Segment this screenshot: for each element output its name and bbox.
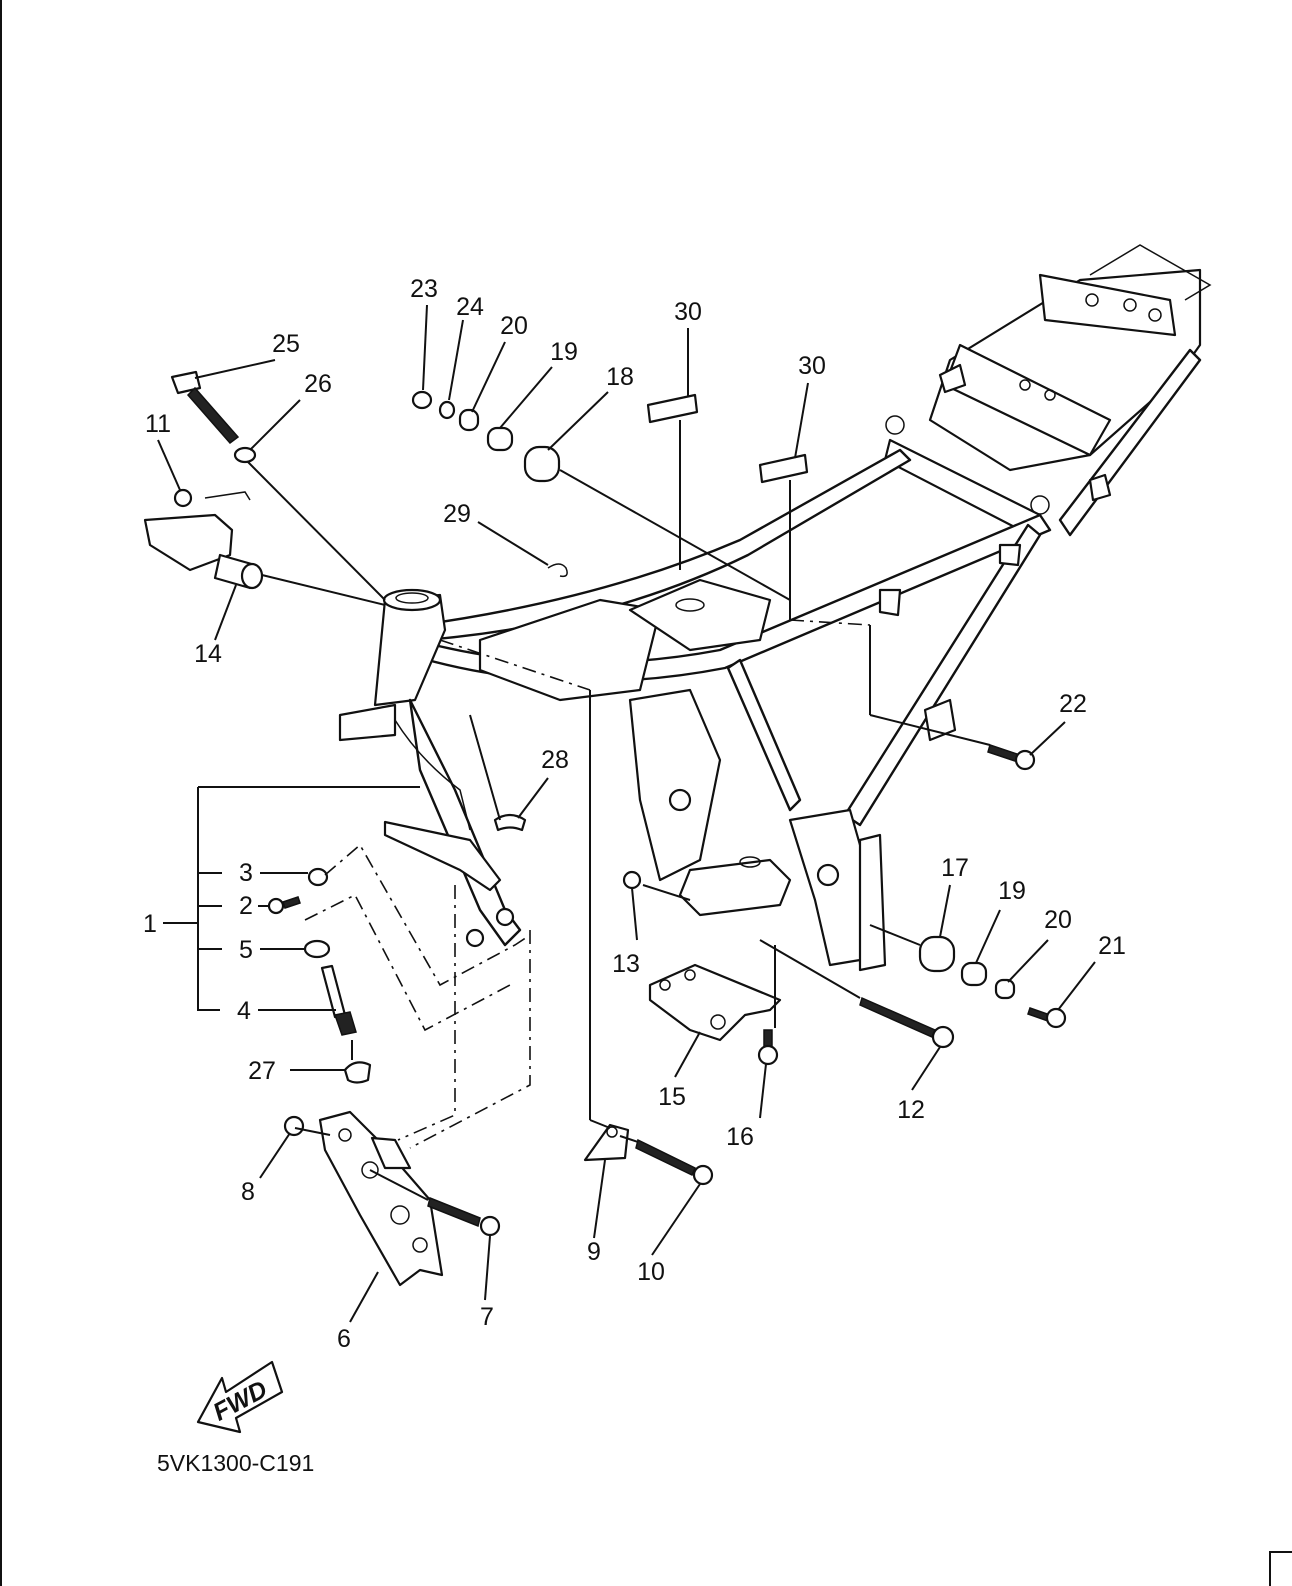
callout-30-right: 30 [798, 352, 826, 380]
part-20-collar-rear [994, 978, 1016, 1000]
part-22-bolt [987, 744, 1036, 771]
callout-2: 2 [239, 892, 253, 920]
part-27-clamp [343, 1061, 372, 1084]
part-stack-top [411, 390, 561, 483]
part-18-damper [523, 445, 561, 483]
diagram-code: 5VK1300-C191 [157, 1450, 314, 1476]
part-collar-small-b [495, 907, 515, 927]
callout-18: 18 [606, 363, 634, 391]
callout-4: 4 [237, 997, 251, 1025]
page-corner-mark [1269, 1551, 1292, 1586]
callout-9: 9 [587, 1238, 601, 1266]
callout-11: 11 [145, 410, 171, 438]
callout-26: 26 [304, 370, 332, 398]
callout-3: 3 [239, 859, 253, 887]
assembly-lines [247, 420, 991, 1201]
part-24-washer [438, 400, 456, 420]
callout-6: 6 [337, 1325, 351, 1353]
callout-27: 27 [248, 1057, 276, 1085]
callout-1: 1 [143, 910, 157, 938]
part-front-bracket [383, 820, 502, 892]
part-13-nut [622, 870, 642, 890]
part-4-stud [320, 964, 357, 1036]
part-23-nut [411, 390, 433, 410]
callout-25: 25 [272, 330, 300, 358]
part-25-lock-bolt [170, 370, 240, 445]
part-30-pad-b [758, 453, 809, 484]
part-9-plate [583, 1123, 630, 1162]
callout-22: 22 [1059, 690, 1087, 718]
main-frame [338, 244, 1212, 972]
callout-14: 14 [194, 640, 222, 668]
callout-28: 28 [541, 746, 569, 774]
part-collar-small [465, 928, 485, 948]
callout-7: 7 [480, 1303, 494, 1331]
callout-5: 5 [239, 936, 253, 964]
part-28-clamp [493, 813, 527, 832]
callout-19-rear: 19 [998, 877, 1026, 905]
callout-15: 15 [658, 1083, 686, 1111]
callout-21: 21 [1098, 932, 1126, 960]
part-19-bush [486, 426, 514, 452]
fwd-arrow: FWD [196, 1360, 284, 1434]
part-19-bush-rear [960, 961, 988, 987]
part-8-nut [283, 1115, 305, 1137]
part-16-bolt [757, 1029, 779, 1066]
callout-17: 17 [941, 854, 969, 882]
part-29-clip [547, 563, 568, 578]
part-12-bolt [859, 996, 955, 1049]
callout-20-rear: 20 [1044, 906, 1072, 934]
part-21-bolt [1027, 1007, 1067, 1029]
callout-30-left: 30 [674, 298, 702, 326]
part-20-collar [458, 408, 480, 432]
leader-lines [157, 304, 1096, 1323]
callout-29: 29 [443, 500, 471, 528]
part-10-bolt [635, 1138, 714, 1186]
part-2-bolt [267, 896, 301, 915]
part-6-skid-plate [318, 1110, 444, 1287]
callout-8: 8 [241, 1178, 255, 1206]
callout-12: 12 [897, 1096, 925, 1124]
part-3-washer [307, 867, 329, 887]
callout-16: 16 [726, 1123, 754, 1151]
callout-20-top: 20 [500, 312, 528, 340]
part-7-bolt [427, 1196, 501, 1237]
part-26-o-ring [233, 446, 257, 464]
part-17-damper [918, 935, 956, 973]
callout-10: 10 [637, 1258, 665, 1286]
callout-19-top: 19 [550, 338, 578, 366]
callout-13: 13 [612, 950, 640, 978]
callout-23: 23 [410, 275, 438, 303]
callout-numbers: 23 24 20 19 18 30 30 25 26 11 29 14 28 2… [143, 275, 1126, 1353]
callout-24: 24 [456, 293, 484, 321]
part-14-collar [213, 553, 264, 590]
part-5-washer [303, 939, 331, 959]
part-11-bracket [143, 488, 251, 572]
part-15-bracket [648, 963, 782, 1042]
part-30-pad-a [646, 393, 699, 424]
